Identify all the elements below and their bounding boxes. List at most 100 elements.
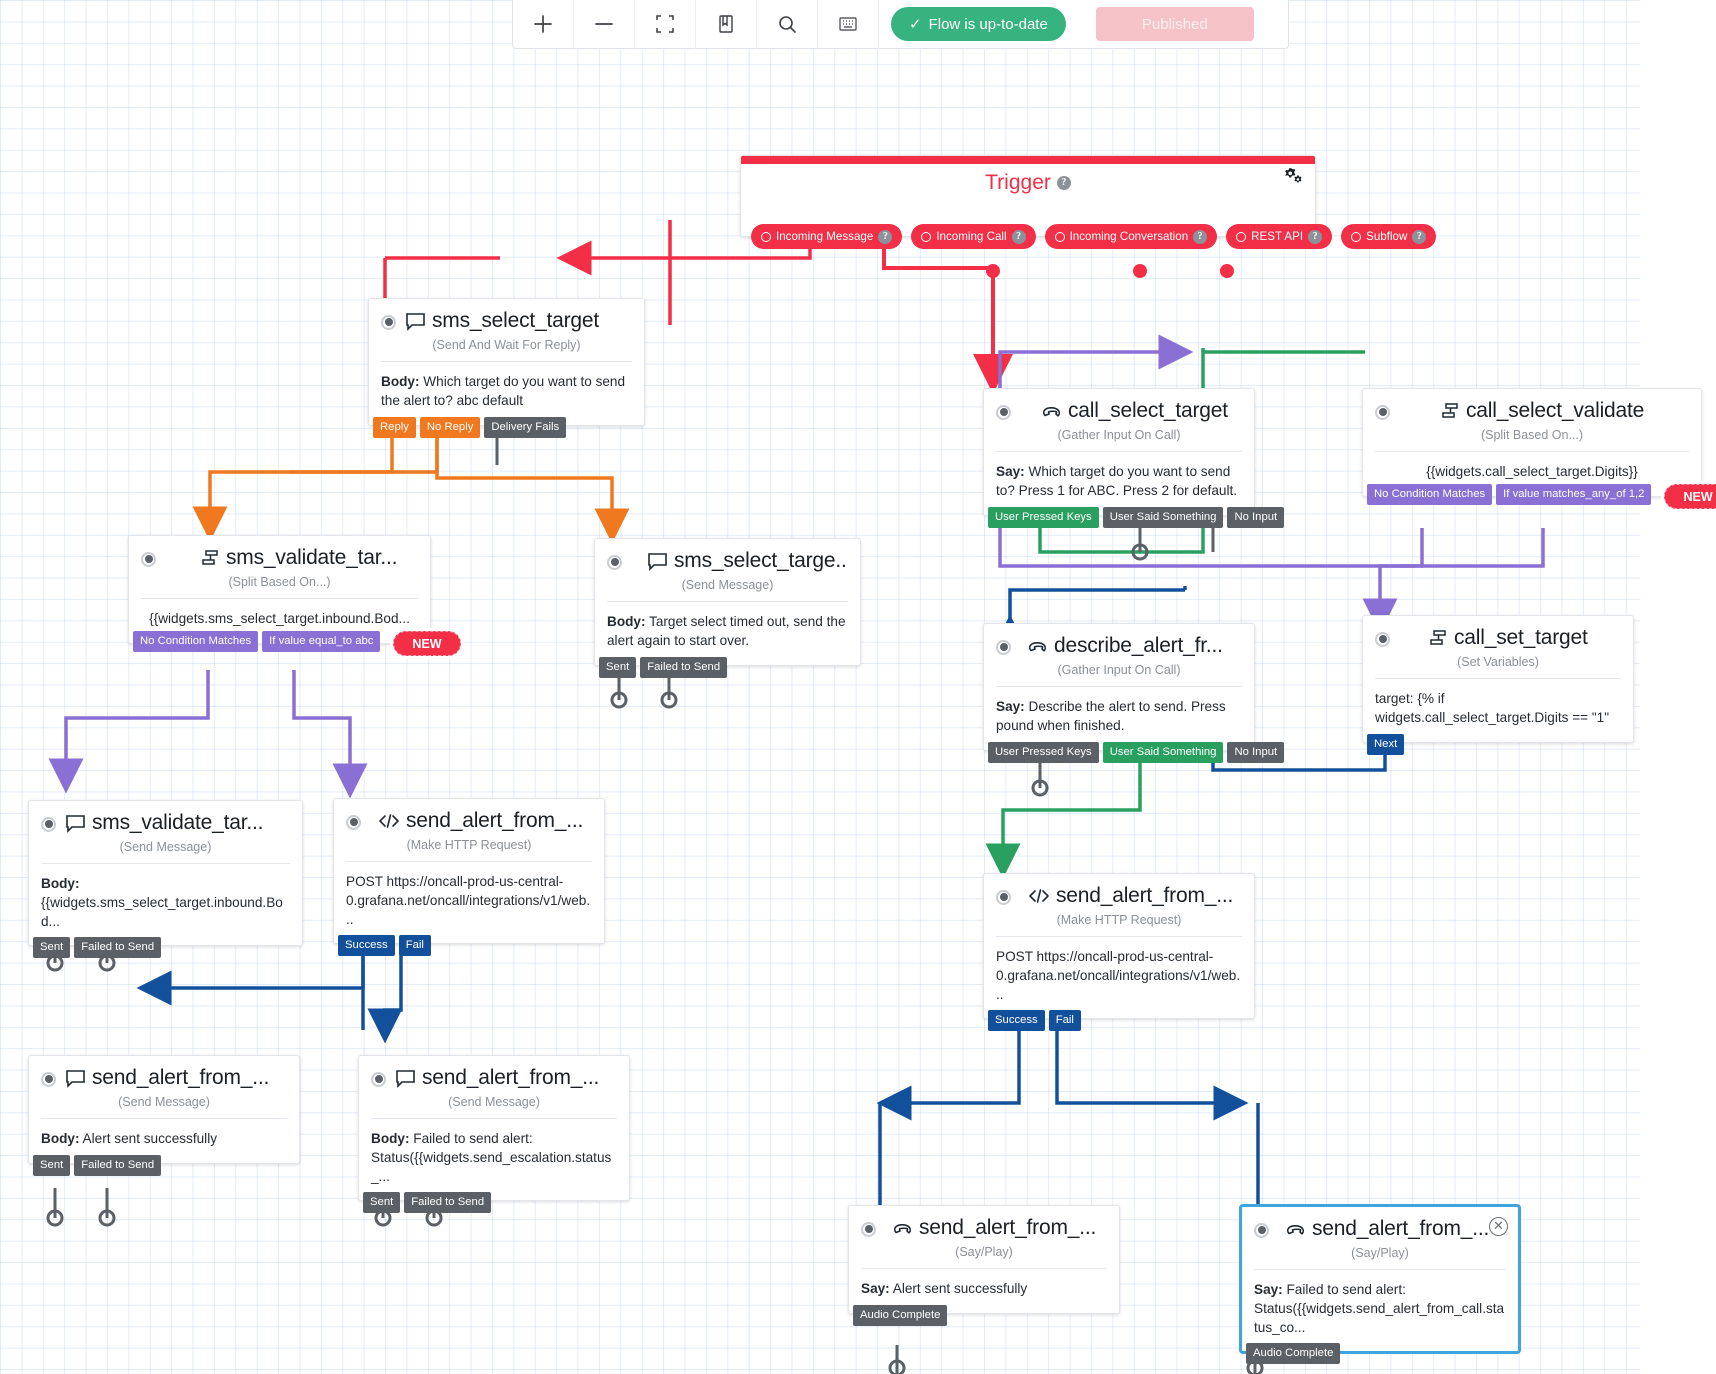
output-no-condition-matches[interactable]: No Condition Matches — [1367, 483, 1493, 505]
widget-send-alert-from-sms-fail-message[interactable]: send_alert_from_... (Send Message) Body:… — [358, 1055, 630, 1214]
help-icon[interactable]: ? — [1308, 229, 1323, 244]
widget-send-alert-from-call-http[interactable]: send_alert_from_... (Make HTTP Request) … — [983, 873, 1255, 1032]
widget-outputs[interactable]: No Condition Matches If value equal_to a… — [129, 630, 461, 656]
canvas-toolbar[interactable]: ✓ Flow is up-to-date Published — [512, 0, 1289, 49]
widget-outputs[interactable]: Sent Failed to Send — [595, 656, 728, 678]
search-icon[interactable] — [757, 0, 818, 49]
output-no-condition-matches[interactable]: No Condition Matches — [133, 630, 259, 652]
widget-outputs[interactable]: User Pressed Keys User Said Something No… — [984, 506, 1285, 528]
widget-anchor-dot[interactable] — [371, 1071, 386, 1087]
widget-outputs[interactable]: Reply No Reply Delivery Fails — [369, 416, 567, 438]
add-transition-button[interactable]: NEW — [393, 630, 461, 656]
output-delivery-fails[interactable]: Delivery Fails — [484, 416, 567, 438]
widget-outputs[interactable]: Sent Failed to Send — [29, 937, 162, 959]
trigger-pill-incoming-conversation[interactable]: Incoming Conversation ? — [1044, 224, 1218, 249]
widget-send-alert-from-call-fail-sayplay[interactable]: send_alert_from_... ✕ (Say/Play) Say: Fa… — [1240, 1205, 1520, 1365]
trigger-widget[interactable]: Trigger ? Incoming Message ? Incoming Ca… — [740, 155, 1437, 249]
output-if-value-equal-to-abc[interactable]: If value equal_to abc — [262, 630, 381, 652]
widget-anchor-dot[interactable] — [861, 1221, 876, 1237]
zoom-out-icon[interactable] — [574, 0, 635, 49]
output-user-pressed-keys[interactable]: User Pressed Keys — [988, 741, 1099, 763]
widget-send-alert-from-sms-success-message[interactable]: send_alert_from_... (Send Message) Body:… — [28, 1055, 300, 1176]
output-sent[interactable]: Sent — [33, 937, 71, 959]
body-text: Failed to send alert: Status({{widgets.s… — [1254, 1282, 1505, 1335]
widget-outputs[interactable]: User Pressed Keys User Said Something No… — [984, 741, 1285, 763]
output-audio-complete[interactable]: Audio Complete — [853, 1304, 948, 1326]
help-icon[interactable]: ? — [1056, 176, 1071, 190]
widget-anchor-dot[interactable] — [1254, 1222, 1269, 1238]
widget-send-alert-from-sms-http[interactable]: send_alert_from_... (Make HTTP Request) … — [333, 798, 605, 957]
add-transition-button[interactable]: NEW — [1664, 483, 1716, 509]
output-success[interactable]: Success — [988, 1010, 1045, 1032]
output-no-reply[interactable]: No Reply — [419, 416, 481, 438]
widget-type: (Say/Play) — [955, 1245, 1013, 1260]
widget-outputs[interactable]: No Condition Matches If value matches_an… — [1363, 483, 1716, 509]
output-failed-to-send[interactable]: Failed to Send — [74, 937, 162, 959]
widget-outputs[interactable]: Sent Failed to Send — [359, 1192, 492, 1214]
widget-anchor-dot[interactable] — [41, 816, 56, 832]
output-user-pressed-keys[interactable]: User Pressed Keys — [988, 506, 1099, 528]
grid-icon[interactable] — [818, 0, 879, 49]
widget-describe-alert-from-call[interactable]: describe_alert_fr... (Gather Input On Ca… — [983, 623, 1285, 763]
output-sent[interactable]: Sent — [599, 656, 637, 678]
output-fail[interactable]: Fail — [1048, 1010, 1081, 1032]
output-success[interactable]: Success — [338, 935, 395, 957]
widget-outputs[interactable]: Success Fail — [984, 1010, 1081, 1032]
widget-anchor-dot[interactable] — [996, 889, 1011, 905]
widget-anchor-dot[interactable] — [381, 314, 396, 330]
output-failed-to-send[interactable]: Failed to Send — [404, 1192, 492, 1214]
widget-outputs[interactable]: Sent Failed to Send — [29, 1154, 162, 1176]
widget-sms-select-target[interactable]: sms_select_target (Send And Wait For Rep… — [368, 298, 645, 438]
widget-outputs[interactable]: Audio Complete — [849, 1304, 948, 1326]
widget-call-select-target[interactable]: call_select_target (Gather Input On Call… — [983, 388, 1285, 528]
widget-outputs[interactable]: Success Fail — [334, 935, 431, 957]
trigger-pill-rest-api[interactable]: REST API ? — [1226, 224, 1333, 249]
output-failed-to-send[interactable]: Failed to Send — [640, 656, 728, 678]
widget-call-select-validate[interactable]: call_select_validate (Split Based On...)… — [1362, 388, 1716, 509]
output-reply[interactable]: Reply — [373, 416, 416, 438]
output-user-said-something[interactable]: User Said Something — [1102, 741, 1224, 763]
widget-send-alert-from-call-success-sayplay[interactable]: send_alert_from_... (Say/Play) Say: Aler… — [848, 1205, 1120, 1326]
output-failed-to-send[interactable]: Failed to Send — [74, 1154, 162, 1176]
publish-button[interactable]: Published — [1095, 7, 1254, 41]
help-icon[interactable]: ? — [1193, 229, 1208, 244]
output-user-said-something[interactable]: User Said Something — [1102, 506, 1224, 528]
zoom-in-icon[interactable] — [513, 0, 574, 49]
trigger-pill-subflow[interactable]: Subflow ? — [1341, 224, 1437, 249]
output-fail[interactable]: Fail — [398, 935, 431, 957]
widget-sms-validate-target-split[interactable]: sms_validate_tar... (Split Based On...) … — [128, 535, 461, 656]
output-if-value-matches-any-of[interactable]: If value matches_any_of 1,2 — [1496, 483, 1652, 505]
help-icon[interactable]: ? — [878, 229, 893, 244]
widget-outputs[interactable]: Next — [1363, 733, 1405, 755]
output-sent[interactable]: Sent — [363, 1192, 401, 1214]
help-icon[interactable]: ? — [1011, 229, 1026, 244]
widget-anchor-dot[interactable] — [1375, 631, 1390, 647]
widget-anchor-dot[interactable] — [1375, 404, 1390, 420]
widget-outputs[interactable]: Audio Complete — [1242, 1343, 1341, 1365]
widget-anchor-dot[interactable] — [346, 814, 361, 830]
widget-anchor-dot[interactable] — [607, 554, 622, 570]
gears-icon[interactable] — [1283, 166, 1303, 191]
output-next[interactable]: Next — [1367, 733, 1405, 755]
trigger-pill-row[interactable]: Incoming Message ? Incoming Call ? Incom… — [751, 224, 1437, 249]
output-no-input[interactable]: No Input — [1227, 506, 1285, 528]
widget-sms-select-target-timeout[interactable]: sms_select_targe... (Send Message) Body:… — [594, 538, 861, 678]
widget-body: POST https://oncall-prod-us-central-0.gr… — [346, 874, 591, 927]
close-icon[interactable]: ✕ — [1489, 1217, 1508, 1236]
library-icon[interactable] — [696, 0, 757, 49]
output-sent[interactable]: Sent — [33, 1154, 71, 1176]
widget-call-set-target[interactable]: call_set_target (Set Variables) target: … — [1362, 615, 1634, 755]
trigger-pill-incoming-call[interactable]: Incoming Call ? — [911, 224, 1036, 249]
widget-anchor-dot[interactable] — [41, 1071, 56, 1087]
output-no-input[interactable]: No Input — [1227, 741, 1285, 763]
help-icon[interactable]: ? — [1412, 229, 1427, 244]
fit-to-screen-icon[interactable] — [635, 0, 696, 49]
widget-anchor-dot[interactable] — [996, 639, 1011, 655]
widget-anchor-dot[interactable] — [141, 551, 156, 567]
output-audio-complete[interactable]: Audio Complete — [1246, 1343, 1341, 1365]
widget-sms-validate-target-message[interactable]: sms_validate_tar... (Send Message) Body:… — [28, 800, 303, 959]
widget-type: (Say/Play) — [1351, 1246, 1409, 1261]
trigger-pill-incoming-message[interactable]: Incoming Message ? — [751, 224, 903, 249]
widget-anchor-dot[interactable] — [996, 404, 1011, 420]
